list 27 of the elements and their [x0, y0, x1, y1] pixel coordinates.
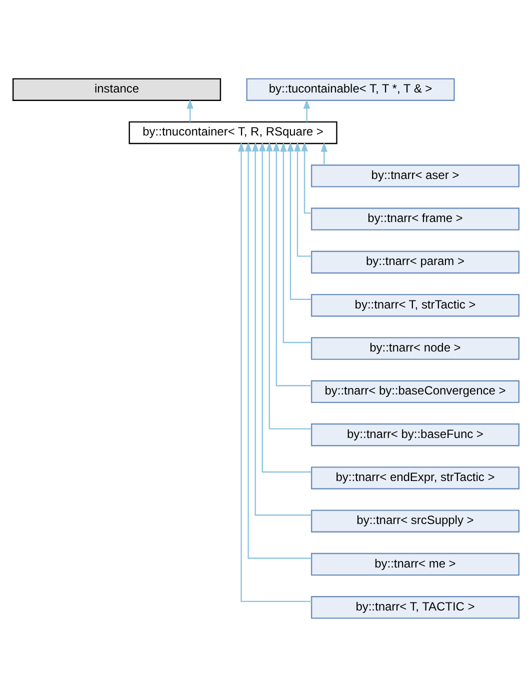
node-box: by::tnarr< by::baseFunc >	[310, 422, 520, 446]
arrow	[238, 142, 312, 602]
arrow	[294, 141, 312, 256]
arrow	[186, 98, 194, 122]
arrow	[303, 98, 310, 122]
arrow	[258, 141, 312, 472]
node-box: by::tnarr< by::baseConvergence >	[310, 380, 520, 403]
arrow	[320, 142, 328, 164]
arrow	[273, 141, 312, 386]
node-box: by::tnarr< endExpr, strTactic >	[310, 466, 520, 489]
node-box: by::tnarr< frame >	[310, 207, 520, 230]
node-box: by::tnarr< param >	[310, 250, 520, 274]
node-box: by::tnarr< aser >	[310, 164, 520, 187]
node-box: by::tnarr< T, strTactic >	[310, 293, 520, 316]
arrow	[252, 141, 312, 516]
node-box: by::tnarr< T, TACTIC >	[310, 596, 520, 618]
arrow	[301, 141, 312, 214]
node-box: by::tnucontainer< T, R, RSquare >	[128, 120, 338, 144]
arrow	[244, 141, 312, 558]
arrow	[266, 141, 312, 429]
node-box: by::tucontainable< T, T *, T & >	[246, 78, 455, 100]
node-box: by::tnarr< node >	[310, 336, 520, 360]
node-box: by::tnarr< me >	[310, 552, 520, 576]
node-box: by::tnarr< srcSupply >	[310, 509, 520, 532]
arrow	[287, 141, 312, 300]
arrow	[280, 142, 312, 343]
node-box: instance	[12, 78, 222, 100]
